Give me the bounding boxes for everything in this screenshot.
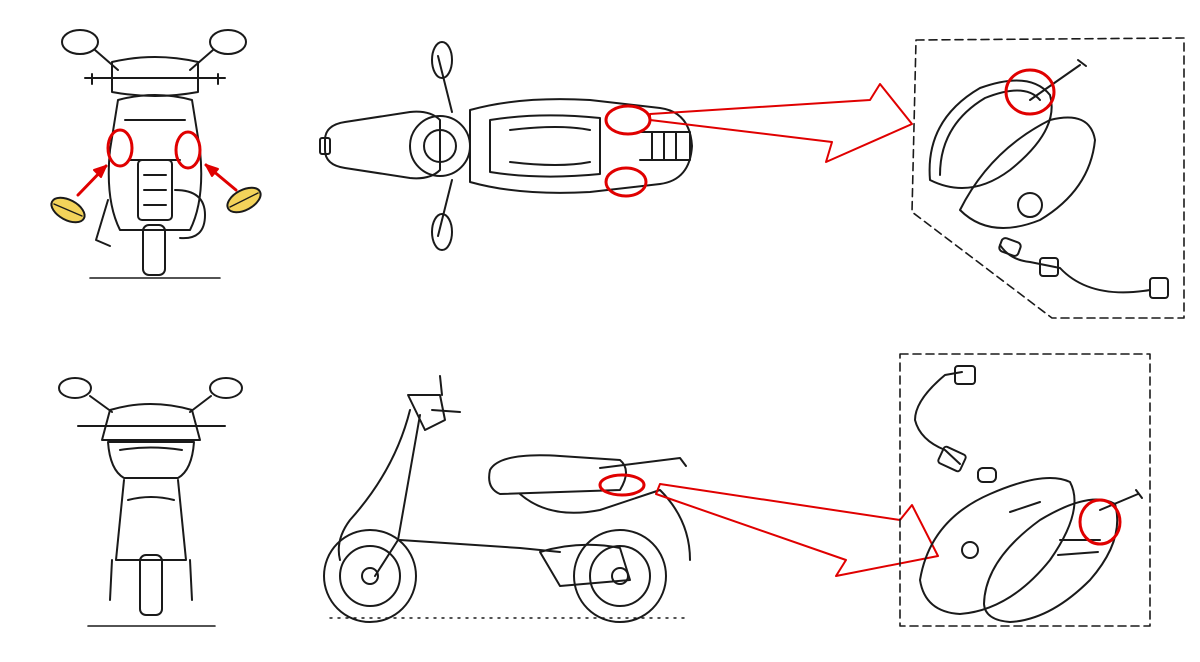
side-signal-highlight: [598, 473, 646, 497]
side-view-scooter: [323, 375, 691, 623]
rear-view-arrows: [76, 163, 238, 197]
rear-view-scooter: [61, 29, 247, 279]
front-view-scooter: [58, 377, 243, 627]
upper-detail-frame: [911, 37, 1185, 319]
top-view-highlights: [604, 104, 652, 198]
rear-view-highlights: [106, 128, 202, 170]
turn-signal-bulb-icon-left: [50, 196, 86, 224]
lower-lamp-parts: [914, 365, 1143, 623]
lower-screw-highlight: [1078, 498, 1122, 546]
top-callout-arrow: [649, 83, 913, 163]
upper-screw-highlight: [1004, 68, 1056, 116]
rear-right-signal-highlight: [174, 130, 202, 170]
rear-left-signal-highlight: [106, 128, 134, 168]
top-right-signal-highlight: [604, 166, 648, 198]
upper-lamp-parts: [928, 59, 1169, 299]
lower-detail-frame: [899, 353, 1151, 627]
top-left-signal-highlight: [604, 104, 652, 136]
top-view-scooter: [319, 41, 693, 251]
side-callout-arrow: [655, 483, 939, 577]
turn-signal-bulb-icon-right: [226, 186, 262, 214]
